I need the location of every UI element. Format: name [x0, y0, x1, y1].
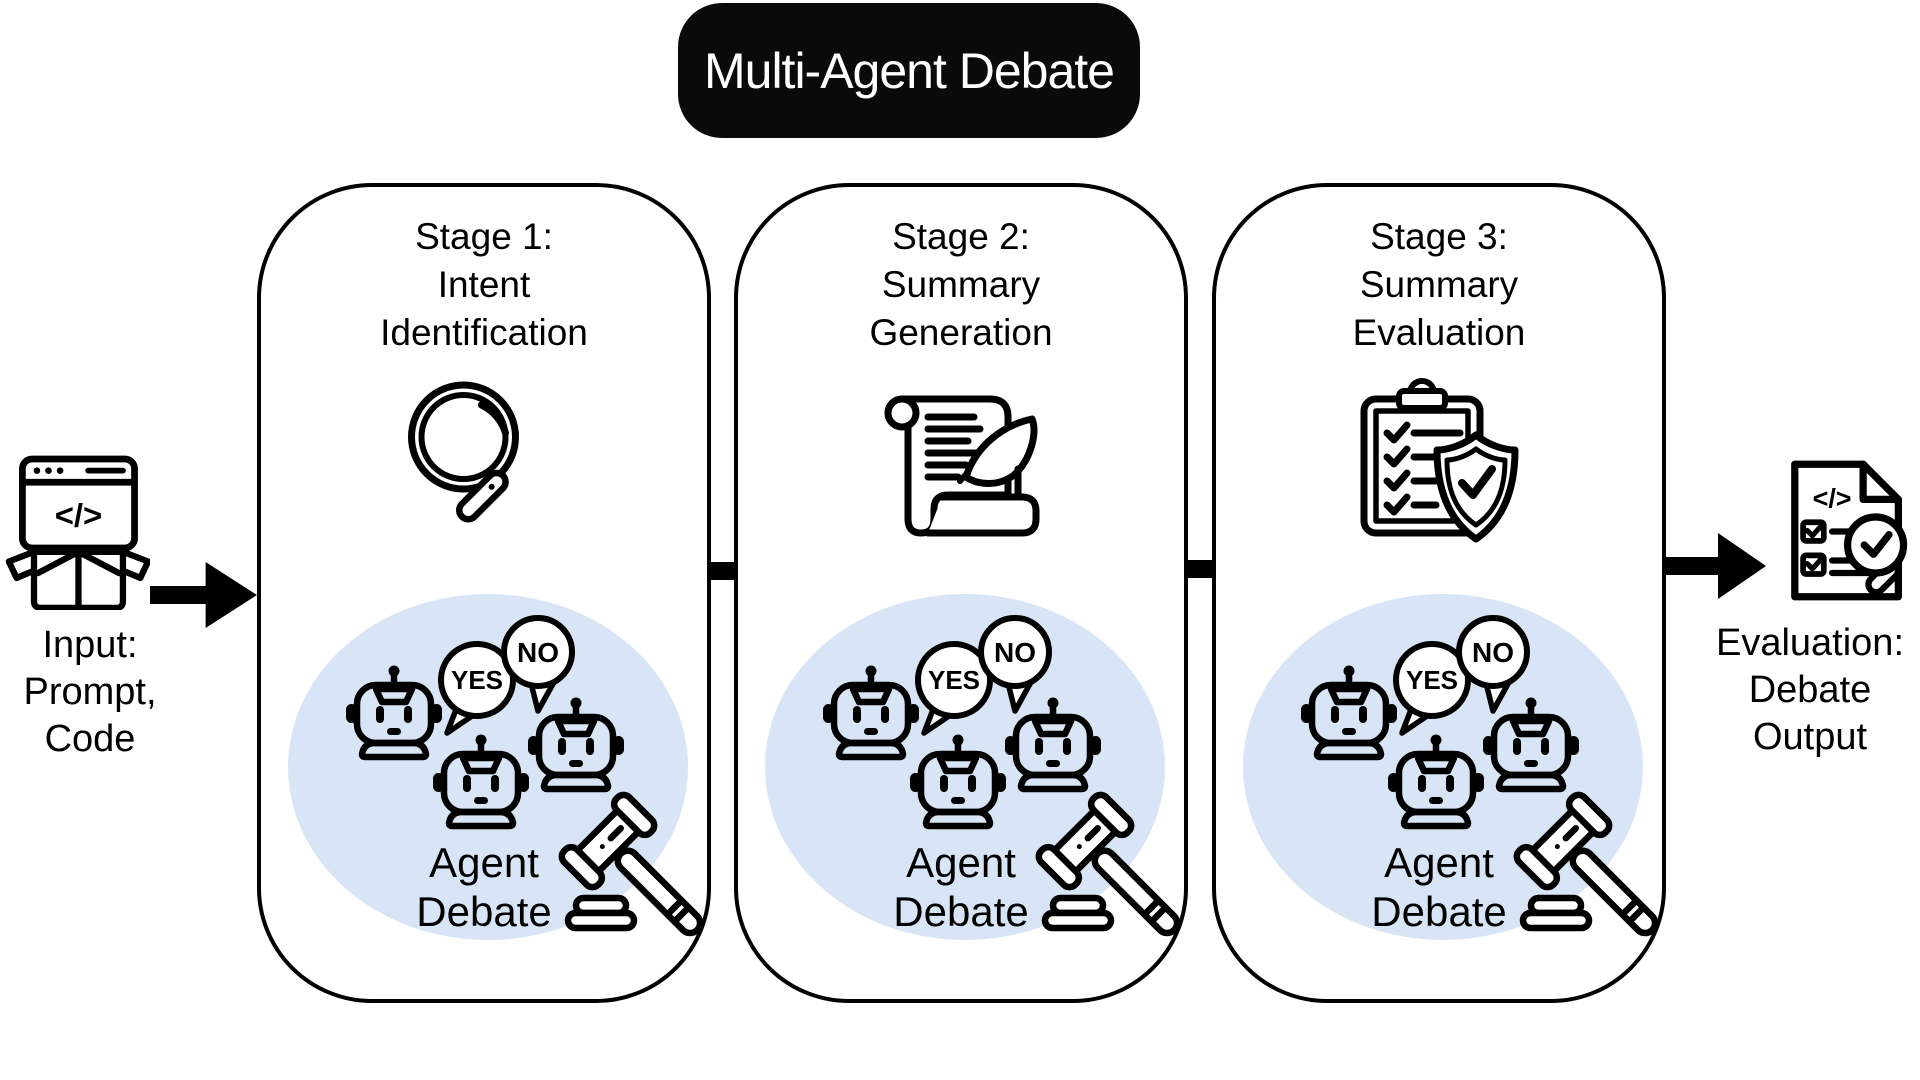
agent-debate-line: Agent [429, 839, 539, 886]
agent-debate-cluster: YES NO [1246, 615, 1670, 957]
agent-debate-cluster: YES NO [291, 615, 715, 957]
agent-debate-label: Agent Debate [261, 838, 707, 936]
code-glyph: </> [1813, 484, 1852, 514]
svg-text:YES: YES [928, 665, 980, 695]
agent-debate-line: Debate [893, 888, 1029, 935]
svg-text:NO: NO [517, 637, 559, 668]
agent-debate-line: Debate [416, 888, 552, 935]
yes-bubble: YES [1393, 641, 1471, 736]
output-label: Evaluation: Debate Output [1700, 620, 1920, 761]
stage-label-line: Evaluation [1352, 312, 1526, 353]
no-bubble: NO [1456, 615, 1530, 714]
stage-3-label: Stage 3: Summary Evaluation [1216, 213, 1662, 357]
svg-text:YES: YES [451, 665, 503, 695]
stage-label-line: Summary [1359, 264, 1519, 305]
stage-2-label: Stage 2: Summary Generation [738, 213, 1184, 357]
stage-label-line: Stage 2: [892, 216, 1030, 257]
flow-arrow-icon [150, 562, 257, 628]
output-label-line: Debate [1748, 669, 1872, 711]
robot-icon [1005, 698, 1101, 790]
document-review-icon: </> [1791, 460, 1908, 601]
no-bubble: NO [978, 615, 1052, 714]
agent-debate-line: Debate [1371, 888, 1507, 935]
code-package-icon: </> [5, 455, 150, 610]
robot-icon [346, 666, 442, 758]
svg-text:NO: NO [1472, 637, 1514, 668]
code-glyph: </> [55, 497, 103, 534]
input-label-line: Prompt, [23, 671, 157, 713]
robot-icon [1483, 698, 1579, 790]
robot-icon [823, 666, 919, 758]
yes-bubble: YES [438, 641, 516, 736]
input-label: Input: Prompt, Code [0, 622, 180, 763]
agent-debate-cluster: YES NO [768, 615, 1192, 957]
stage-label-line: Identification [380, 312, 588, 353]
input-label-line: Input: [42, 624, 138, 666]
title-pill: Multi-Agent Debate [678, 3, 1140, 138]
robot-icon [910, 735, 1006, 827]
robot-icon [433, 735, 529, 827]
no-bubble: NO [501, 615, 575, 714]
stage-label-line: Stage 3: [1370, 216, 1508, 257]
diagram-title: Multi-Agent Debate [703, 42, 1115, 99]
stage-box-2: Stage 2: Summary Generation [734, 183, 1188, 1003]
input-label-line: Code [44, 718, 136, 760]
stage-label-line: Summary [881, 264, 1041, 305]
scroll-quill-icon [884, 395, 1040, 537]
agent-debate-line: Agent [1384, 839, 1494, 886]
robot-icon [1388, 735, 1484, 827]
yes-bubble: YES [915, 641, 993, 736]
robot-icon [1301, 666, 1397, 758]
stage-box-3: Stage 3: Summary Evaluation [1212, 183, 1666, 1003]
output-label-line: Evaluation: [1715, 622, 1904, 664]
agent-debate-line: Agent [906, 839, 1016, 886]
stage-1-label: Stage 1: Intent Identification [261, 213, 707, 357]
flow-arrow-icon [1666, 533, 1766, 599]
stage-label-line: Intent [437, 264, 531, 305]
magnifier-icon [408, 381, 519, 523]
svg-text:NO: NO [994, 637, 1036, 668]
robot-icon [528, 698, 624, 790]
clipboard-shield-icon [1360, 378, 1519, 543]
stage-label-line: Generation [869, 312, 1053, 353]
output-label-line: Output [1752, 716, 1868, 758]
stage-box-1: Stage 1: Intent Identification YES [257, 183, 711, 1003]
agent-debate-label: Agent Debate [738, 838, 1184, 936]
svg-text:YES: YES [1406, 665, 1458, 695]
stage-label-line: Stage 1: [415, 216, 553, 257]
agent-debate-label: Agent Debate [1216, 838, 1662, 936]
